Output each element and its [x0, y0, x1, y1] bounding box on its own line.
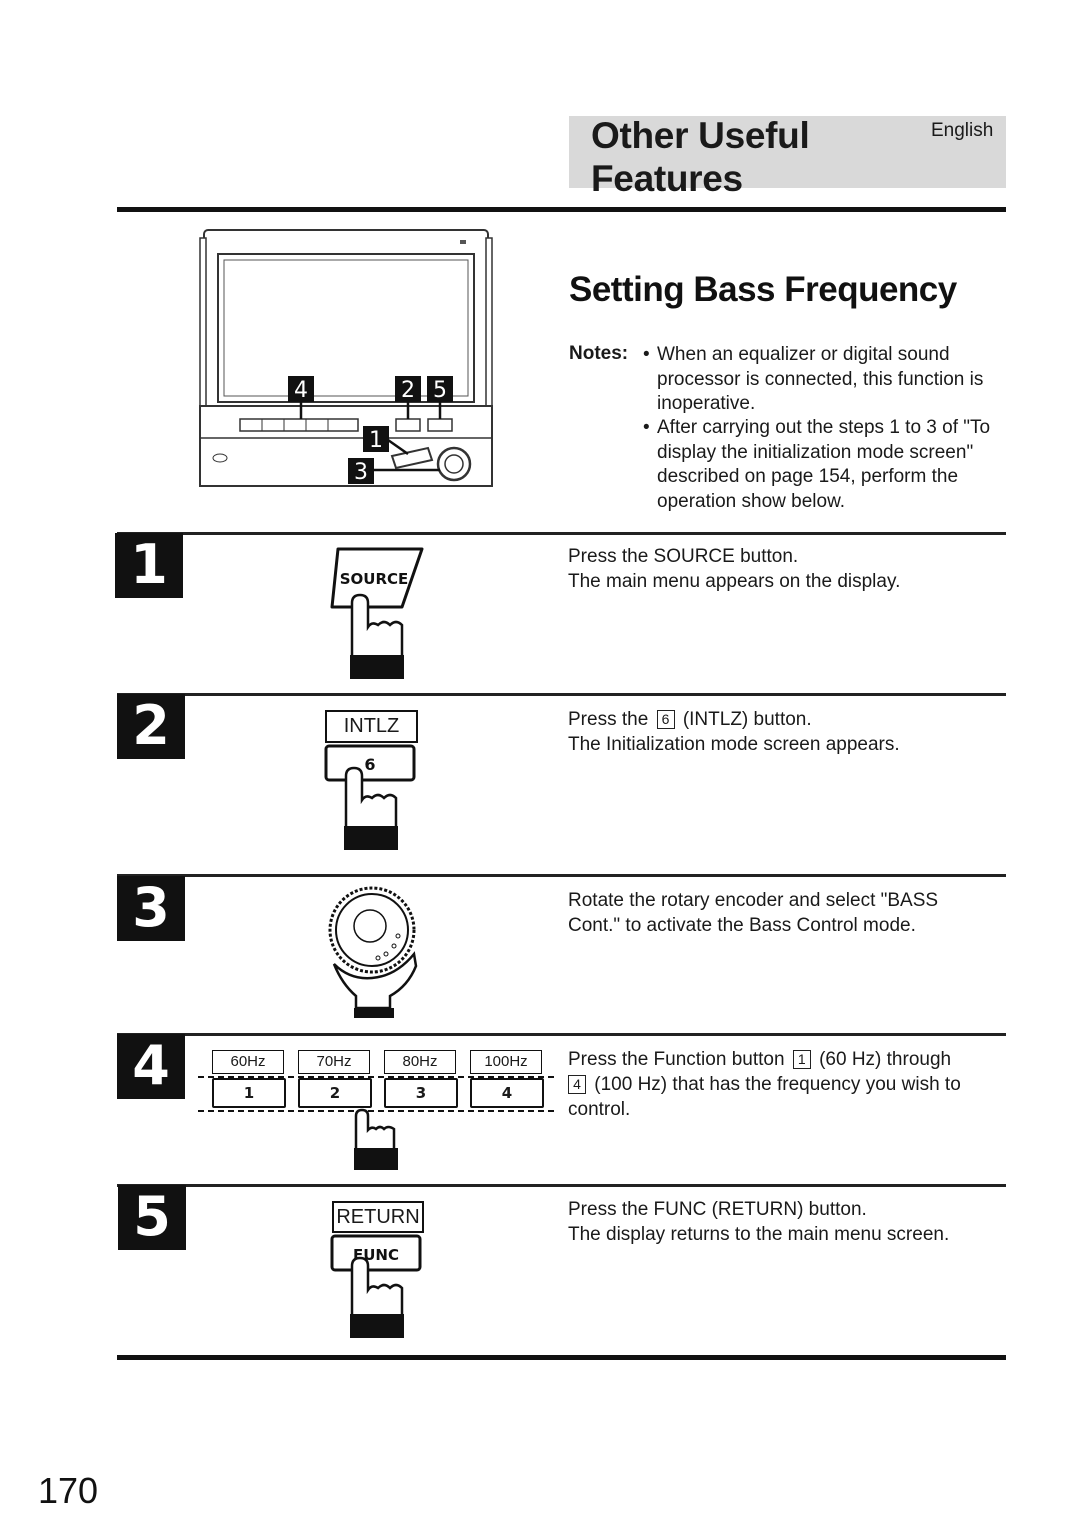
- intlz-screen-label: INTLZ: [325, 710, 418, 743]
- top-rule: [117, 207, 1006, 212]
- function-button-group: [198, 1076, 554, 1112]
- source-button-label: SOURCE: [340, 570, 409, 588]
- freq-label-100hz: 100Hz: [470, 1050, 542, 1074]
- freq-label-60hz: 60Hz: [212, 1050, 284, 1074]
- step-number: 4: [117, 1034, 185, 1099]
- step-4-text: Press the Function button 1 (60 Hz) thro…: [568, 1049, 961, 1120]
- key-1-box: 1: [792, 1050, 811, 1069]
- step-1-text: Press the SOURCE button. The main menu a…: [568, 546, 901, 592]
- section-title: Other Useful Features: [591, 115, 810, 199]
- step-2-text: Press the 6 (INTLZ) button. The Initiali…: [568, 709, 900, 755]
- callout-1: 1: [369, 428, 383, 453]
- step-rule: [117, 1033, 1006, 1036]
- notes-label: Notes:: [569, 343, 629, 364]
- function-button-4: 4: [470, 1078, 544, 1108]
- rotary-encoder-illustration: [328, 886, 418, 1018]
- function-button-3: 3: [384, 1078, 458, 1108]
- page-heading: Setting Bass Frequency: [569, 270, 957, 309]
- callout-4: 4: [294, 378, 308, 403]
- step-rule: [117, 693, 1006, 696]
- key-6-box: 6: [656, 710, 675, 729]
- return-screen-label: RETURN: [332, 1201, 424, 1233]
- page-number: 170: [38, 1470, 99, 1511]
- step-number: 2: [117, 694, 185, 759]
- callout-3: 3: [354, 460, 368, 485]
- button-6-press-illustration: 6: [324, 744, 416, 850]
- function-button-2: 2: [298, 1078, 372, 1108]
- step-number: 3: [117, 876, 185, 941]
- step-3-text: Rotate the rotary encoder and select "BA…: [568, 890, 939, 936]
- function-button-1: 1: [212, 1078, 286, 1108]
- function-press-hand-icon: [354, 1108, 398, 1170]
- func-button-press-illustration: FUNC: [330, 1234, 422, 1338]
- bottom-rule: [117, 1355, 1006, 1360]
- step-number: 1: [115, 533, 183, 598]
- freq-label-70hz: 70Hz: [298, 1050, 370, 1074]
- note-item: •After carrying out the steps 1 to 3 of …: [643, 417, 991, 512]
- callout-5: 5: [433, 378, 447, 403]
- source-button-press-illustration: SOURCE: [330, 547, 424, 679]
- step-rule: [117, 532, 1006, 535]
- step-rule: [117, 1184, 1006, 1187]
- step-number: 5: [118, 1185, 186, 1250]
- head-unit-illustration: 4 2 5 1 3: [199, 229, 493, 487]
- freq-label-80hz: 80Hz: [384, 1050, 456, 1074]
- step-5-text: Press the FUNC (RETURN) button. The disp…: [568, 1199, 950, 1245]
- button-6-label: 6: [364, 755, 375, 774]
- callout-2: 2: [401, 378, 415, 403]
- language-label: English: [931, 120, 994, 141]
- section-header-band: [569, 116, 1006, 188]
- step-rule: [117, 874, 1006, 877]
- note-item: •When an equalizer or digital sound proc…: [643, 344, 984, 414]
- key-4-box: 4: [568, 1075, 586, 1094]
